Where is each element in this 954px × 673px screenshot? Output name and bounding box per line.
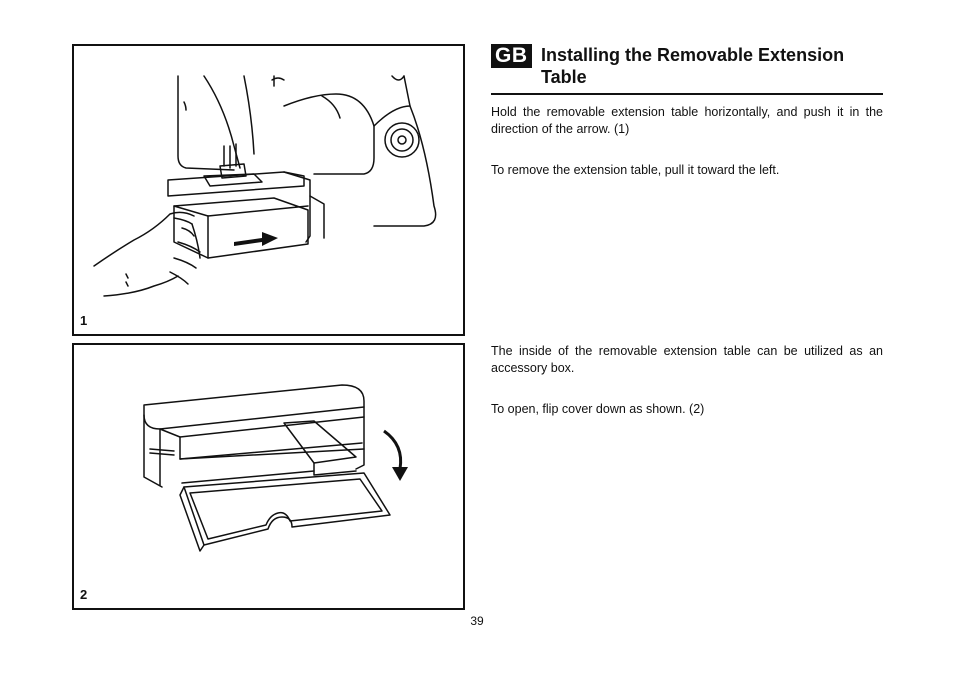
section-title: Installing the Removable Extension Table (541, 45, 845, 87)
language-badge: GB (491, 44, 532, 68)
figure-number: 1 (80, 313, 88, 328)
heading-rule (491, 93, 883, 95)
page-number: 39 (470, 614, 484, 628)
illustration-install-extension-table (93, 75, 437, 297)
figure-2: 2 (72, 343, 465, 610)
figure-1: 1 (72, 44, 465, 336)
instruction-paragraph-remove: To remove the extension table, pull it t… (491, 163, 780, 177)
instruction-paragraph-install: Hold the removable extension table horiz… (491, 105, 883, 136)
instruction-paragraph-accessory-box: The inside of the removable extension ta… (491, 344, 883, 375)
instruction-paragraph-open-cover: To open, flip cover down as shown. (2) (491, 402, 705, 416)
illustration-accessory-box (143, 384, 408, 552)
figure-number: 2 (80, 587, 88, 602)
